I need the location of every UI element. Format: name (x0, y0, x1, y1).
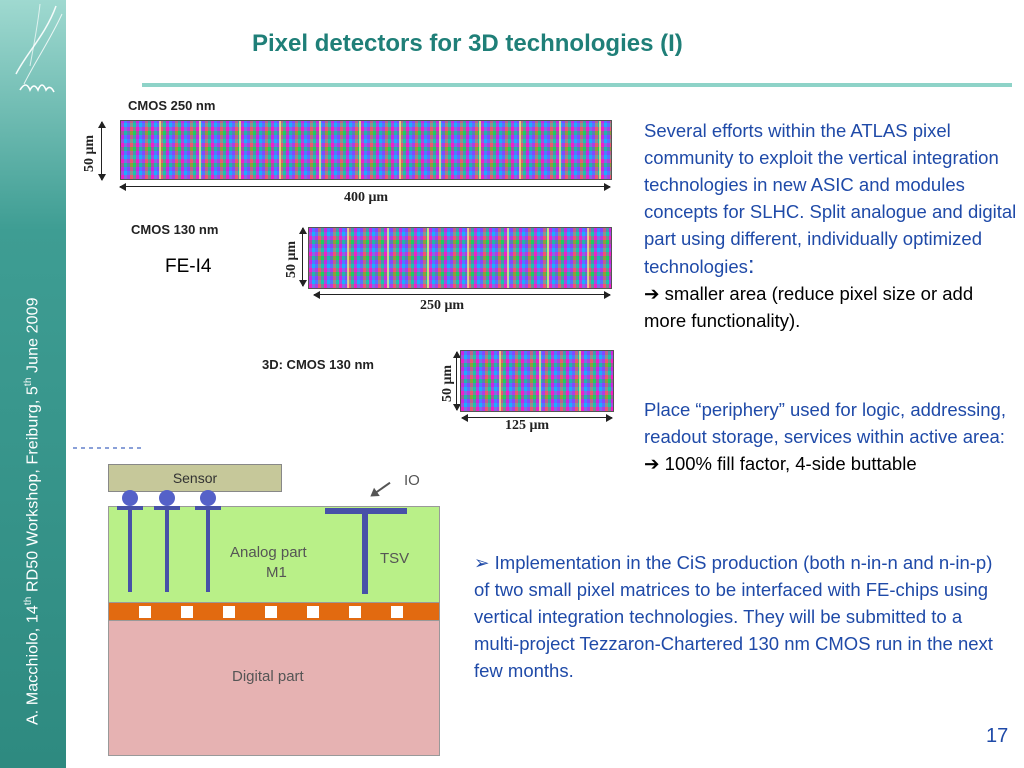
digital-label: Digital part (232, 668, 304, 685)
height-arrow-130nm (299, 227, 307, 287)
io-arrow-icon (371, 481, 391, 497)
sensor-layer: Sensor (108, 464, 282, 492)
analog-layer (108, 506, 440, 604)
height-arrow-3d (453, 351, 461, 411)
bump-bond (159, 490, 175, 506)
chip-layout-250nm (120, 120, 612, 180)
bullet-arrow-icon: ➢ (474, 552, 495, 573)
paragraph-periphery: Place “periphery” used for logic, addres… (644, 399, 1006, 474)
chip-width-130nm: 250 μm (420, 298, 465, 313)
paragraph-implementation: ➢ Implementation in the CiS production (… (474, 552, 993, 681)
chip-height-130nm: 50 μm (284, 240, 299, 278)
io-label: IO (404, 472, 420, 489)
bonding-layer (108, 602, 440, 622)
chip-width-3d: 125 μm (505, 418, 550, 433)
3d-integration-diagram: Sensor IO Analog part M1 TSV Digital par… (108, 464, 440, 756)
chip-label-250nm: CMOS 250 nm (128, 98, 216, 113)
tsv-via (362, 514, 368, 594)
digital-layer (108, 620, 440, 756)
via-pillar (128, 506, 132, 592)
title-underline (142, 83, 1012, 87)
slide-title: Pixel detectors for 3D technologies (I) (252, 30, 683, 57)
analog-label: Analog part (230, 544, 307, 561)
left-sidebar: A. Macchiolo, 14th RD50 Workshop, Freibu… (0, 0, 66, 768)
arrow-right-icon: ➔ (644, 453, 660, 474)
via-pillar (206, 506, 210, 592)
bump-bond (200, 490, 216, 506)
via-pillar (165, 506, 169, 592)
m1-label: M1 (266, 564, 287, 581)
chip-height-250nm: 50 μm (82, 134, 97, 172)
chip-height-3d: 50 μm (440, 364, 455, 402)
bump-bond (122, 490, 138, 506)
chip-label-130nm: CMOS 130 nm (131, 222, 219, 237)
arrow-right-icon: ➔ (644, 283, 660, 304)
chip-width-250nm: 400 μm (344, 190, 389, 205)
conference-logo-icon (15, 4, 63, 93)
paragraph-efforts: Several efforts within the ATLAS pixel c… (644, 120, 1017, 331)
width-arrow-250nm (119, 183, 611, 191)
fe-i4-label: FE-I4 (165, 256, 212, 277)
chip-layout-3d (460, 350, 614, 412)
dotted-separator (73, 447, 143, 449)
page-number: 17 (986, 725, 1009, 747)
footer-author-conference: A. Macchiolo, 14th RD50 Workshop, Freibu… (23, 297, 42, 725)
tsv-pad (325, 508, 407, 514)
width-arrow-130nm (313, 291, 611, 299)
width-arrow-3d (461, 414, 613, 422)
chip-label-3d: 3D: CMOS 130 nm (262, 357, 374, 372)
height-arrow-250nm (98, 121, 106, 181)
tsv-label: TSV (380, 550, 410, 567)
chip-layout-130nm (308, 227, 612, 289)
